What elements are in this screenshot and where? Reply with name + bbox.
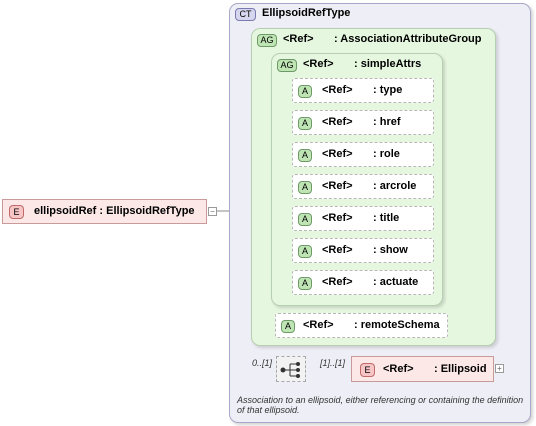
attribute-remote-schema[interactable]: A <Ref> : remoteSchema xyxy=(275,313,448,338)
attribute-name: : type xyxy=(373,84,403,96)
attribute-ref: <Ref> xyxy=(322,84,353,96)
attribute-ref: <Ref> xyxy=(303,319,334,331)
sequence-compositor[interactable] xyxy=(276,356,306,382)
attribute-badge: A xyxy=(298,277,312,290)
child-element-ref: <Ref> xyxy=(383,363,414,375)
expand-toggle[interactable]: + xyxy=(495,364,504,373)
child-element-name: : Ellipsoid xyxy=(434,363,487,375)
attribute-ref: <Ref> xyxy=(322,244,353,256)
expand-toggle[interactable]: − xyxy=(208,207,217,216)
attribute-badge: A xyxy=(298,245,312,258)
attribute-ref: <Ref> xyxy=(322,116,353,128)
attribute-name: : role xyxy=(373,148,400,160)
attribute-ref: <Ref> xyxy=(322,180,353,192)
complex-type-badge: CT xyxy=(235,8,256,21)
simple-attrs-ref: <Ref> xyxy=(303,58,334,70)
attribute-name: : arcrole xyxy=(373,180,417,192)
element-badge: E xyxy=(9,205,24,219)
attribute-name: : show xyxy=(373,244,408,256)
attribute-name: : href xyxy=(373,116,401,128)
documentation-text: Association to an ellipsoid, either refe… xyxy=(237,395,524,415)
child-multiplicity: [1]..[1] xyxy=(320,358,346,368)
attribute-name: : title xyxy=(373,212,400,224)
sequence-icon xyxy=(280,362,300,378)
association-group-ref: <Ref> xyxy=(283,33,314,45)
attribute-show[interactable]: A <Ref> : show xyxy=(292,238,434,263)
attribute-badge: A xyxy=(298,117,312,130)
attribute-type[interactable]: A <Ref> : type xyxy=(292,78,434,103)
child-element-ellipsoid[interactable]: E <Ref> : Ellipsoid xyxy=(351,356,494,382)
association-group-name: : AssociationAttributeGroup xyxy=(334,33,482,45)
root-element-label: ellipsoidRef : EllipsoidRefType xyxy=(34,205,195,217)
attribute-actuate[interactable]: A <Ref> : actuate xyxy=(292,270,434,295)
root-element[interactable]: E ellipsoidRef : EllipsoidRefType xyxy=(2,199,207,224)
attribute-role[interactable]: A <Ref> : role xyxy=(292,142,434,167)
attribute-href[interactable]: A <Ref> : href xyxy=(292,110,434,135)
attribute-name: : actuate xyxy=(373,276,419,288)
attribute-group-badge: AG xyxy=(257,34,277,47)
attribute-badge: A xyxy=(298,213,312,226)
attribute-badge: A xyxy=(298,149,312,162)
attribute-title[interactable]: A <Ref> : title xyxy=(292,206,434,231)
attribute-group-badge: AG xyxy=(277,59,297,72)
attribute-name: : remoteSchema xyxy=(354,319,440,331)
simple-attrs-name: : simpleAttrs xyxy=(354,58,422,70)
attribute-arcrole[interactable]: A <Ref> : arcrole xyxy=(292,174,434,199)
element-badge: E xyxy=(360,363,375,377)
attribute-badge: A xyxy=(298,181,312,194)
complex-type-title: EllipsoidRefType xyxy=(262,7,351,19)
sequence-multiplicity: 0..[1] xyxy=(252,358,273,368)
attribute-badge: A xyxy=(281,320,295,333)
attribute-ref: <Ref> xyxy=(322,212,353,224)
attribute-badge: A xyxy=(298,85,312,98)
attribute-ref: <Ref> xyxy=(322,276,353,288)
attribute-ref: <Ref> xyxy=(322,148,353,160)
